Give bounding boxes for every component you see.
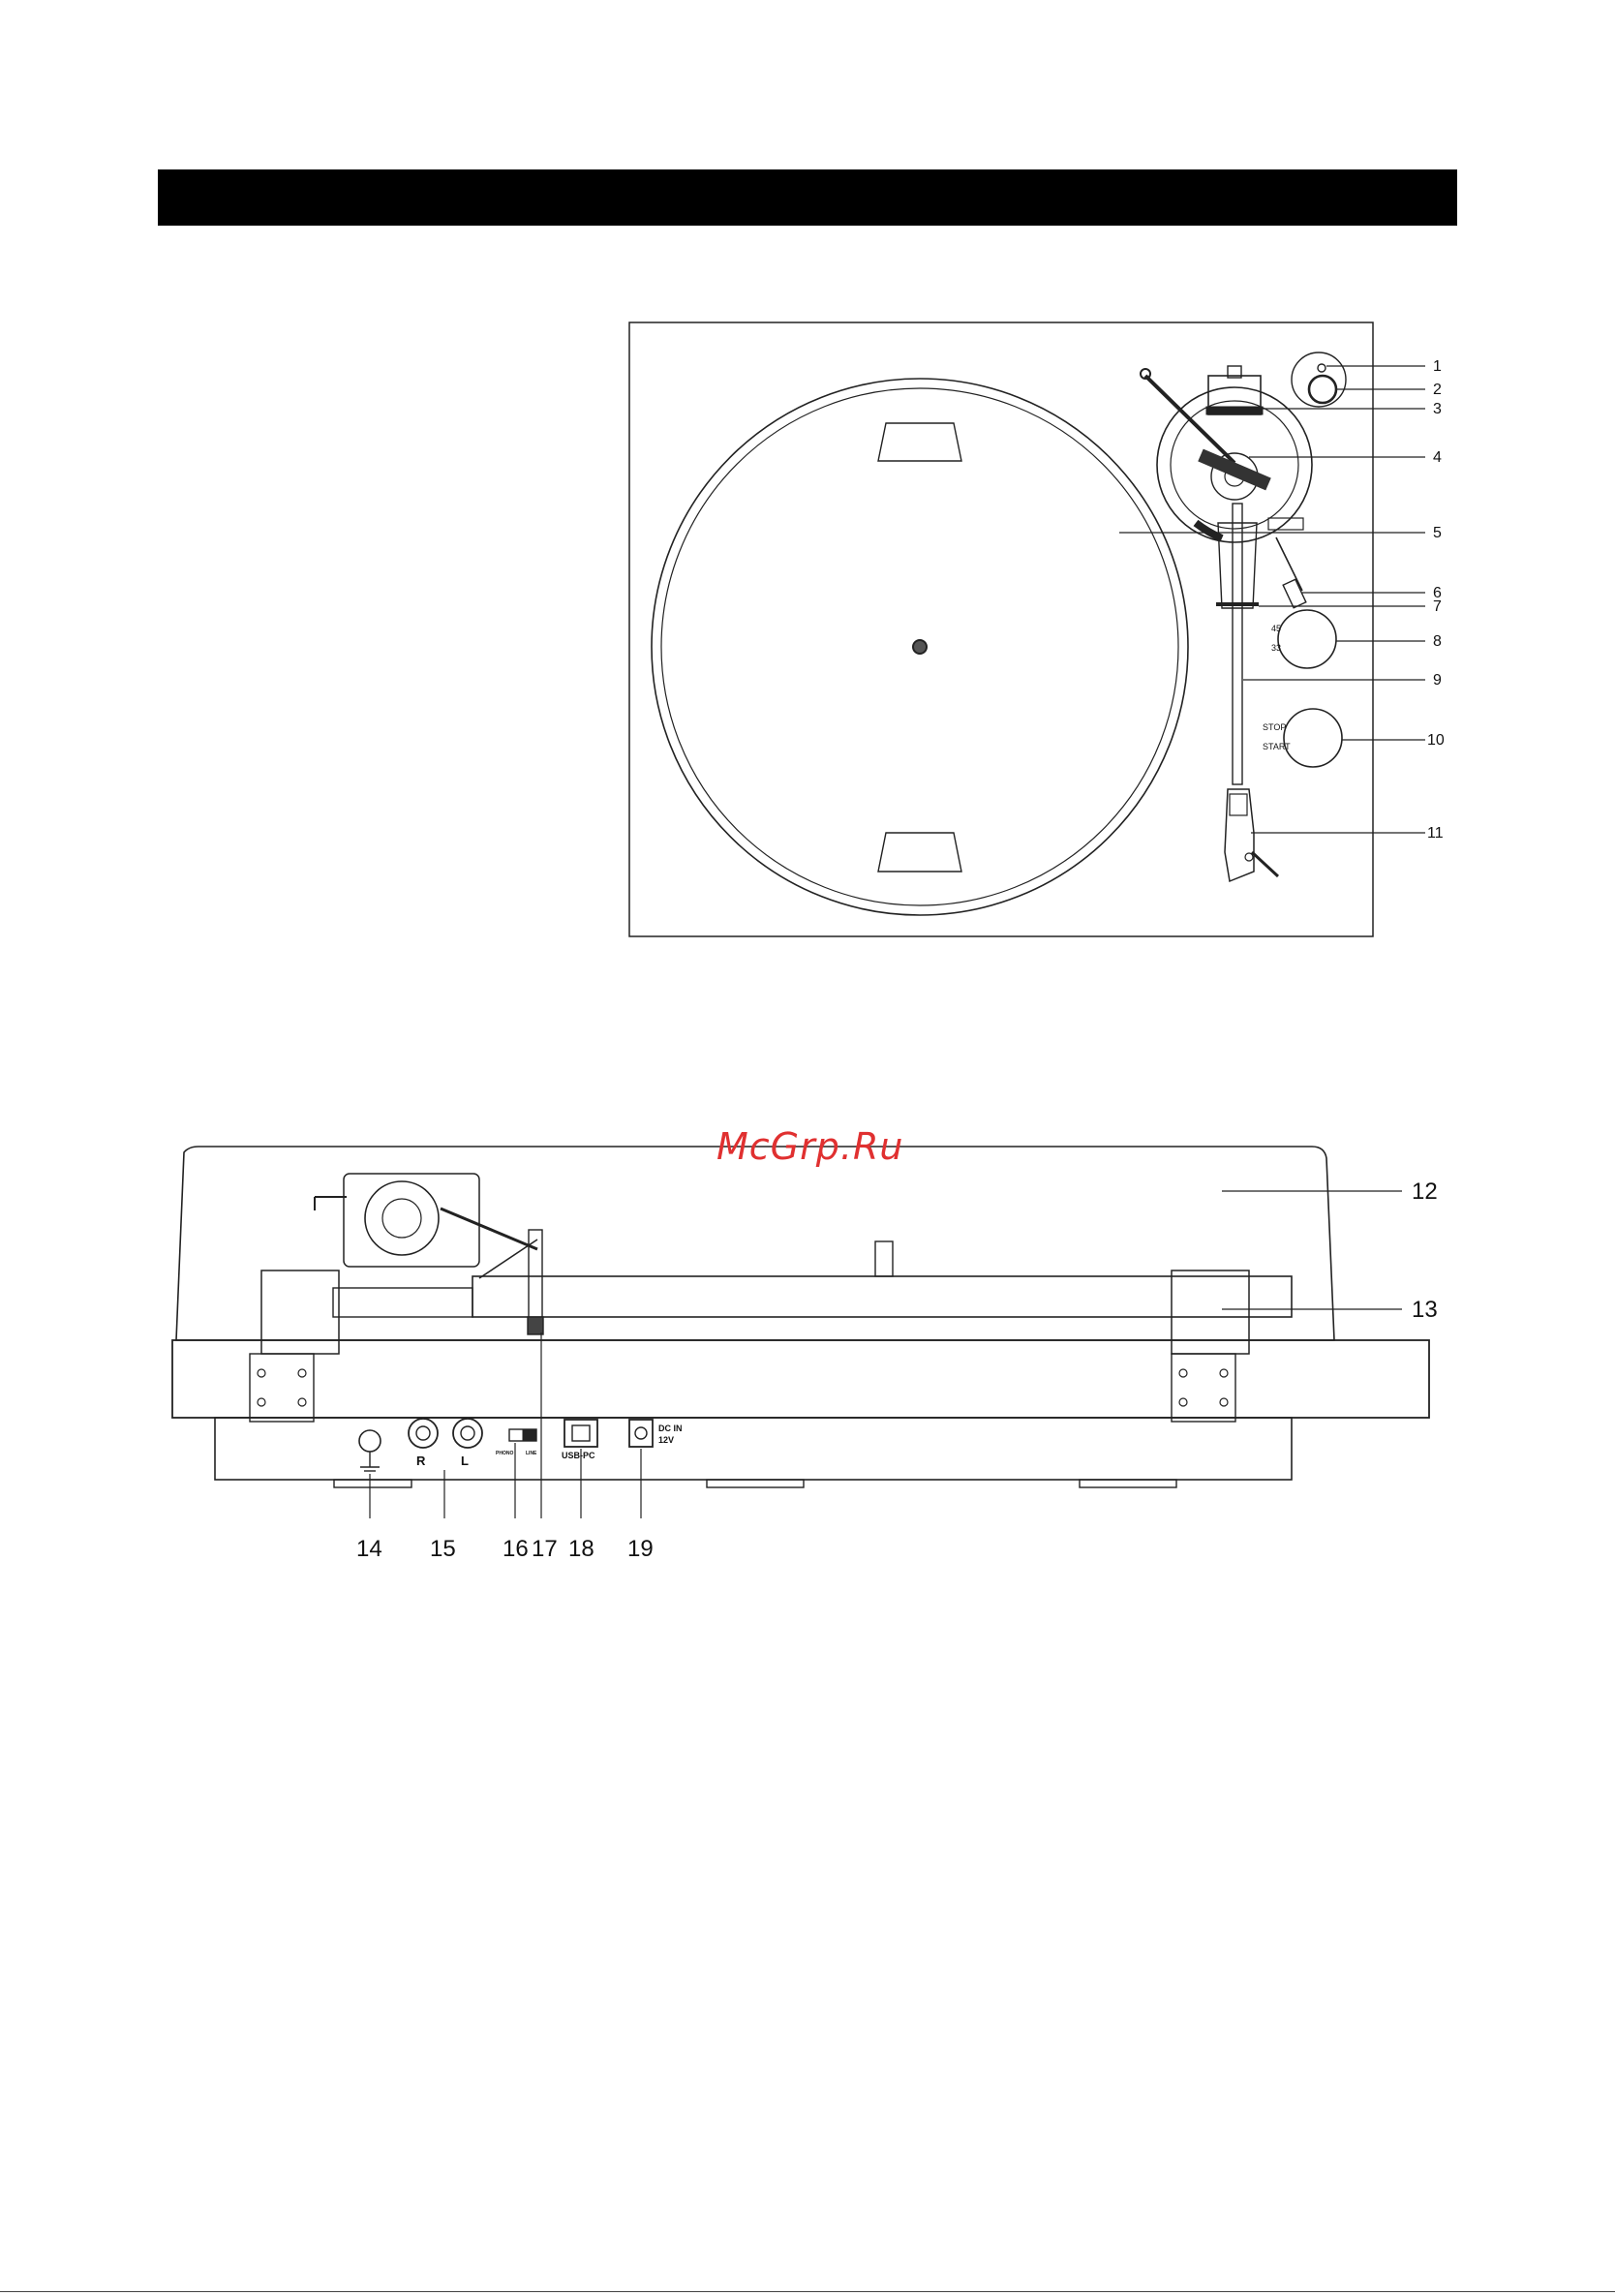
dc-in-jack <box>629 1420 653 1447</box>
label-dc-in: DC IN <box>658 1424 683 1433</box>
foot-center <box>707 1480 804 1487</box>
rca-left <box>453 1419 482 1448</box>
platter-side <box>472 1276 1292 1317</box>
top-view-labels: 45 33 STOP START <box>1263 624 1291 751</box>
counterweight-side <box>365 1181 439 1255</box>
callout-18: 18 <box>568 1536 594 1562</box>
callout-8: 8 <box>1433 633 1442 650</box>
platter-window-bottom <box>878 833 961 872</box>
dust-cover <box>176 1147 1334 1340</box>
hinge-bracket-right <box>1172 1354 1235 1422</box>
label-r: R <box>416 1454 426 1468</box>
label-phono: PHONO <box>496 1451 513 1456</box>
callout-5: 5 <box>1433 525 1442 541</box>
foot-right <box>1080 1480 1176 1487</box>
callout-4: 4 <box>1433 449 1442 466</box>
tonearm-rear <box>1201 455 1268 484</box>
counterweight-ring <box>1206 407 1263 414</box>
tonearm-base-side <box>333 1288 472 1317</box>
tonearm-housing-side <box>344 1174 479 1267</box>
rca-right <box>409 1419 438 1448</box>
finger-lift <box>1252 852 1278 876</box>
label-l: L <box>461 1454 469 1468</box>
stop-label: STOP <box>1263 722 1286 732</box>
speed-label-33: 33 <box>1271 643 1281 653</box>
tonearm-tube <box>1233 504 1242 784</box>
callout-17: 17 <box>532 1536 558 1562</box>
rear-view <box>172 1147 1429 1487</box>
tonearm-tube-side <box>441 1209 537 1249</box>
label-line: LINE <box>526 1451 537 1456</box>
callout-2: 2 <box>1433 382 1442 398</box>
rear-view-callouts: 12 13 14 15 16 17 18 19 <box>356 1179 1438 1562</box>
speed-label-45: 45 <box>1271 624 1281 633</box>
top-view-leaders <box>1119 366 1425 833</box>
tonearm-collar <box>1218 523 1257 608</box>
callout-13: 13 <box>1412 1297 1438 1323</box>
headshell-screw <box>1245 853 1253 861</box>
spindle <box>913 640 927 654</box>
counterweight-side-inner <box>382 1199 421 1238</box>
callout-19: 19 <box>627 1536 654 1562</box>
foot-left <box>334 1480 411 1487</box>
callout-3: 3 <box>1433 401 1442 417</box>
platter-window-top <box>878 423 961 461</box>
hinge-bracket-left <box>250 1354 314 1422</box>
start-stop-button <box>1284 709 1342 767</box>
top-view <box>629 322 1373 936</box>
spindle-side <box>875 1241 893 1276</box>
cue-post-side <box>528 1317 543 1334</box>
power-button <box>1309 376 1336 403</box>
ground-terminal <box>359 1430 381 1452</box>
watermark: McGrp.Ru <box>716 1125 903 1168</box>
callout-1: 1 <box>1433 358 1442 375</box>
power-housing <box>1292 352 1346 407</box>
rear-view-leaders <box>370 1191 1402 1518</box>
cue-lever-base <box>1268 518 1303 530</box>
callout-10: 10 <box>1427 732 1445 749</box>
top-view-callouts: 1 2 3 4 5 6 7 8 9 10 11 <box>1427 358 1445 842</box>
callout-16: 16 <box>503 1536 529 1562</box>
callout-15: 15 <box>430 1536 456 1562</box>
callout-14: 14 <box>356 1536 382 1562</box>
plinth-body <box>172 1340 1429 1418</box>
cue-lever-handle <box>1283 579 1306 607</box>
rear-jack-labels: R L PHONO LINE USB-PC DC IN 12V <box>416 1424 683 1468</box>
hinge-left <box>261 1270 339 1354</box>
usb-port <box>564 1420 597 1447</box>
hinge-right <box>1172 1270 1249 1354</box>
speed-selector-knob <box>1278 610 1336 668</box>
label-12v: 12V <box>658 1435 674 1445</box>
callout-9: 9 <box>1433 672 1442 689</box>
power-led <box>1318 364 1326 372</box>
callout-11: 11 <box>1427 825 1444 842</box>
start-label: START <box>1263 742 1291 751</box>
headshell-connector <box>1230 794 1247 815</box>
label-usb-pc: USB-PC <box>562 1451 595 1460</box>
callout-7: 7 <box>1433 598 1442 615</box>
footer-line <box>0 2291 1615 2292</box>
callout-12: 12 <box>1412 1179 1438 1205</box>
